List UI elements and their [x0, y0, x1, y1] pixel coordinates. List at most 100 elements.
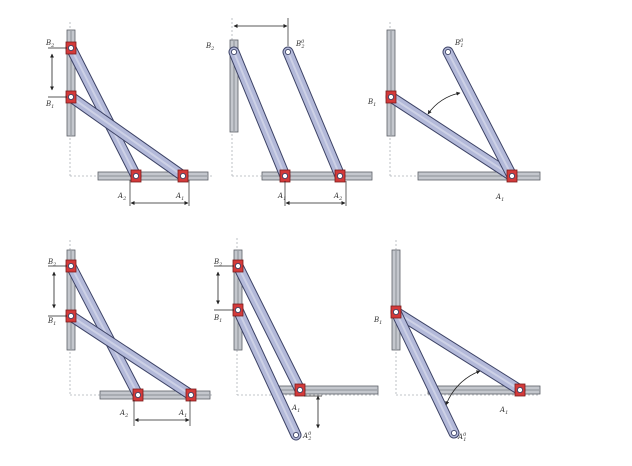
point-label-letter: A	[499, 406, 505, 414]
pivot-pin	[67, 312, 75, 320]
point-label-subscript: 1	[379, 320, 382, 326]
point-label: A1	[291, 404, 300, 414]
point-label-letter: A	[178, 409, 184, 417]
point-label: B2	[45, 39, 54, 49]
pivot-pin	[67, 44, 75, 52]
point-label-subscript: 1	[463, 437, 466, 443]
pivot-pin	[230, 48, 238, 56]
point-label-superscript: 0	[460, 38, 464, 44]
point-label-subscript: 1	[297, 408, 300, 414]
point-label-letter: B	[45, 39, 51, 47]
point-label-subscript: 1	[181, 196, 184, 202]
angle-arc	[445, 370, 481, 406]
link-rod	[229, 47, 290, 181]
link-rod-highlight	[70, 96, 184, 177]
point-label-letter: B	[213, 258, 219, 266]
pivot-pin	[336, 172, 344, 180]
point-label-subscript: 2	[338, 196, 342, 202]
pivot-pin	[296, 386, 304, 394]
point-label-letter: B	[47, 258, 53, 266]
link-rod-highlight	[70, 315, 192, 396]
point-label-superscript: 0	[308, 431, 312, 437]
link-rod-highlight	[395, 311, 455, 434]
link-rod	[233, 305, 301, 440]
point-label-letter: A	[119, 409, 125, 417]
point-label: B2	[205, 42, 214, 52]
link-rod	[386, 92, 517, 181]
point-label-letter: A	[333, 192, 339, 200]
point-label-subscript: 2	[124, 413, 128, 419]
link-rod-highlight	[237, 309, 297, 436]
link-rod-highlight	[70, 265, 139, 396]
link-rod	[233, 261, 305, 395]
point-label: A1	[495, 193, 504, 203]
point-label-letter: A	[277, 192, 283, 200]
point-label-letter: B	[47, 317, 53, 325]
link-rod	[391, 307, 525, 395]
pivot-pin	[67, 93, 75, 101]
point-label: B2	[47, 258, 56, 268]
link-rod	[66, 92, 188, 181]
pivot-pin	[234, 262, 242, 270]
point-label-subscript: 2	[300, 44, 304, 50]
point-label: B1	[373, 316, 382, 326]
point-label-subscript: 1	[283, 196, 286, 202]
pivot-pin	[508, 172, 516, 180]
point-label-letter: B	[295, 40, 301, 48]
point-label-letter: A	[291, 404, 297, 412]
point-label-letter: A	[495, 193, 501, 201]
link-rod	[283, 47, 345, 181]
point-label-letter: B	[205, 42, 211, 50]
pivot-pin	[284, 48, 292, 56]
point-label: B1	[45, 100, 54, 110]
pivot-pin	[187, 391, 195, 399]
pivot-pin	[67, 262, 75, 270]
point-label-subscript: 1	[51, 104, 54, 110]
point-label-letter: B	[454, 39, 460, 47]
point-label: B2	[213, 258, 222, 268]
point-label-subscript: 1	[505, 410, 508, 416]
point-label-subscript: 2	[218, 262, 222, 268]
point-label-subscript: 2	[307, 436, 311, 442]
pivot-pin	[134, 391, 142, 399]
point-label-letter: B	[45, 100, 51, 108]
link-rod-highlight	[395, 311, 521, 391]
link-rod-highlight	[390, 96, 513, 177]
point-label-subscript: 1	[53, 321, 56, 327]
point-label-subscript: 1	[219, 318, 222, 324]
pivot-pin	[516, 386, 524, 394]
point-label-subscript: 1	[501, 197, 504, 203]
point-label: A1	[175, 192, 184, 202]
point-label: A1	[499, 406, 508, 416]
link-rod	[66, 311, 196, 400]
link-rod	[391, 307, 459, 438]
point-label-subscript: 1	[460, 43, 463, 49]
pivot-pin	[292, 431, 300, 439]
point-label: A2	[117, 192, 126, 202]
point-label-subscript: 2	[50, 43, 54, 49]
point-label-letter: B	[373, 316, 379, 324]
link-rod	[443, 47, 517, 181]
point-label: B1	[47, 317, 56, 327]
point-label-subscript: 2	[210, 46, 214, 52]
point-label: A2	[119, 409, 128, 419]
pivot-pin	[281, 172, 289, 180]
link-rod	[66, 261, 143, 400]
point-label-letter: B	[367, 98, 373, 106]
pivot-pin	[179, 172, 187, 180]
point-label-letter: A	[175, 192, 181, 200]
pivot-pin	[444, 48, 452, 56]
angle-arc	[427, 91, 461, 115]
link-rod	[66, 43, 141, 181]
point-label-superscript: 0	[301, 39, 305, 45]
